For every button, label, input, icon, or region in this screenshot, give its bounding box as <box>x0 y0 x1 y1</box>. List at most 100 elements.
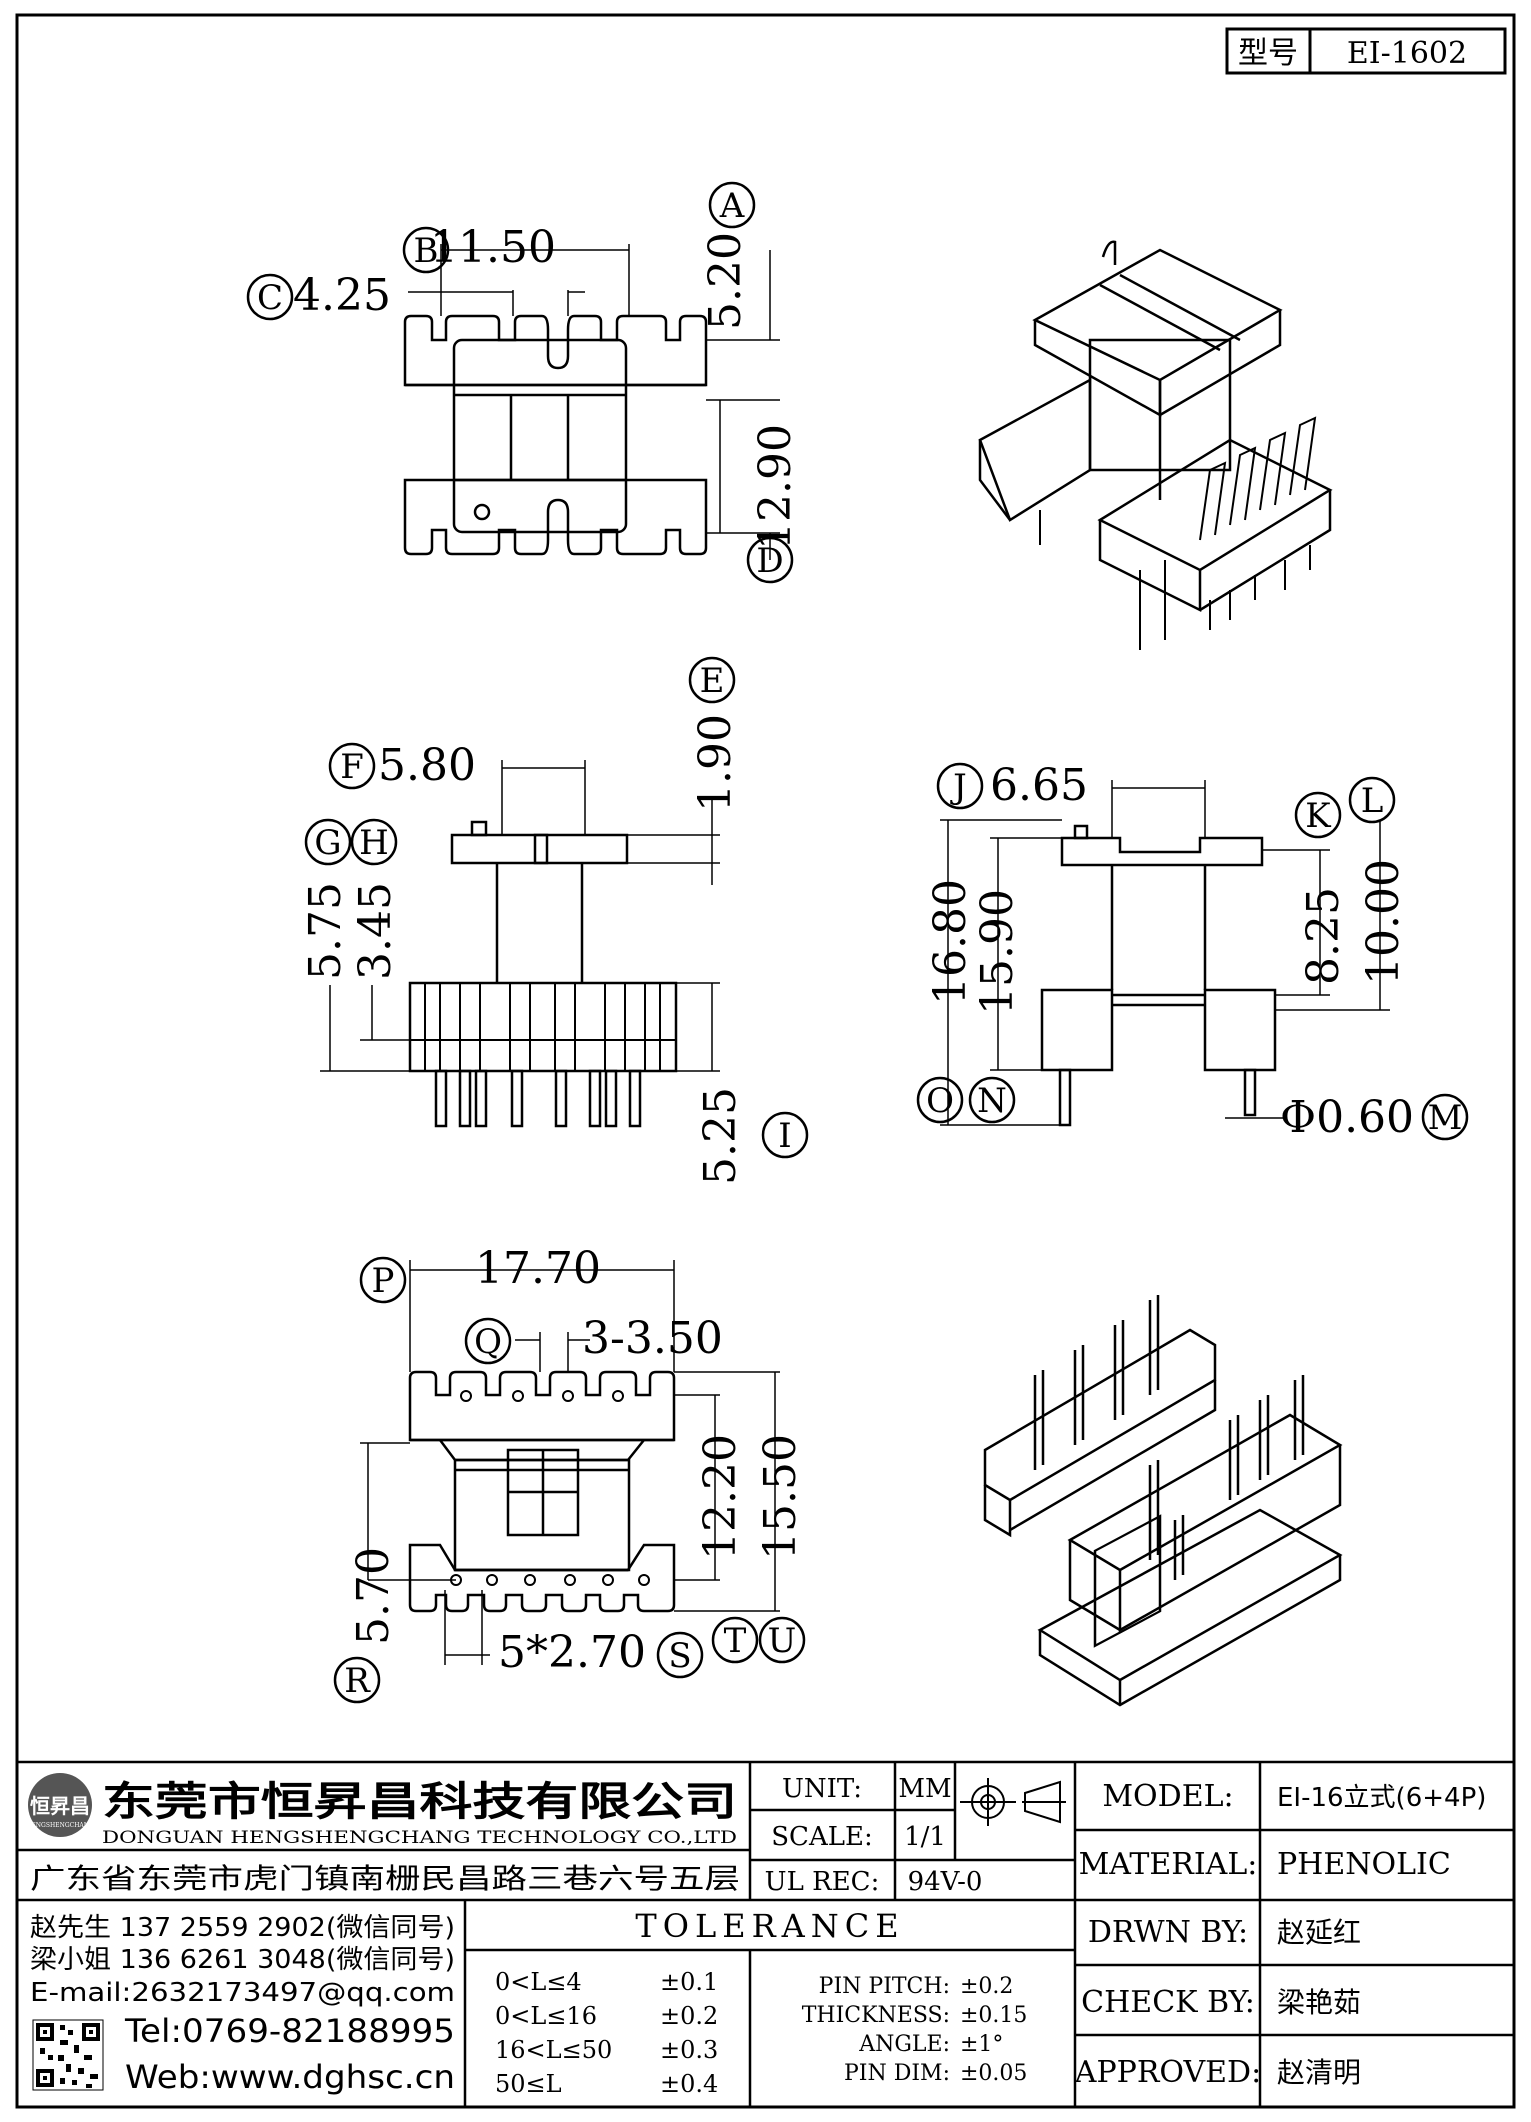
dim-e: 1.90 <box>690 714 741 812</box>
svg-text:D: D <box>756 541 783 581</box>
email: E-mail:2632173497@qq.com <box>30 1978 455 2008</box>
marker-o: O <box>916 1076 964 1124</box>
svg-text:U: U <box>768 1621 797 1661</box>
marker-a: A <box>708 181 756 229</box>
unit-label: UNIT: <box>782 1774 862 1804</box>
tol-range-3: 16<L≤50 <box>495 2036 612 2064</box>
svg-text:G: G <box>314 823 341 863</box>
svg-text:E: E <box>700 661 725 701</box>
spec-name-4: PIN DIM: <box>844 2061 950 2086</box>
dim-k: 8.25 <box>1298 887 1349 985</box>
side-view: 6.65 16.80 15.90 8.25 10.00 Φ0.60 J K L … <box>916 760 1469 1143</box>
marker-q: Q <box>464 1317 512 1365</box>
material-label: MATERIAL: <box>1079 1847 1258 1882</box>
scale-label: SCALE: <box>771 1822 873 1852</box>
tol-value-3: ±0.3 <box>660 2036 718 2064</box>
top-view: 11.50 4.25 5.20 12.90 A B C D <box>246 181 801 584</box>
dim-l: 10.00 <box>1358 859 1409 985</box>
marker-e: E <box>688 656 736 704</box>
web: Web:www.dghsc.cn <box>125 2058 455 2096</box>
spec-name-3: ANGLE: <box>858 2032 950 2057</box>
svg-text:N: N <box>977 1081 1007 1121</box>
projection-symbol-icon <box>960 1778 1066 1826</box>
model-value: EI-16立式(6+4P) <box>1277 1783 1486 1813</box>
marker-r: R <box>333 1656 381 1704</box>
title-block-grid <box>17 1760 1514 2107</box>
svg-text:B: B <box>414 231 439 271</box>
contact-1: 赵先生 137 2559 2902(微信同号) <box>30 1913 455 1943</box>
dim-h: 3.45 <box>350 882 401 980</box>
spec-value-4: ±0.05 <box>960 2061 1027 2086</box>
marker-j: J <box>936 762 984 810</box>
marker-l: L <box>1348 776 1396 824</box>
material-value: PHENOLIC <box>1277 1847 1451 1882</box>
company-address: 广东省东莞市虎门镇南栅民昌路三巷六号五层 <box>30 1862 740 1895</box>
svg-text:S: S <box>668 1636 691 1676</box>
marker-b: B <box>402 226 450 274</box>
dim-o: 16.80 <box>925 879 976 1005</box>
contact-2: 梁小姐 136 6261 3048(微信同号) <box>30 1945 455 1975</box>
tol-value-4: ±0.4 <box>660 2070 718 2098</box>
svg-text:P: P <box>372 1261 395 1301</box>
marker-u: U <box>758 1616 806 1664</box>
marker-k: K <box>1294 791 1342 839</box>
dim-f: 5.80 <box>378 740 476 791</box>
svg-text:Q: Q <box>474 1322 502 1362</box>
svg-text:恒昇昌: 恒昇昌 <box>30 1794 90 1818</box>
marker-g: G <box>304 818 352 866</box>
svg-text:F: F <box>340 747 364 787</box>
qr-code-icon <box>32 2019 104 2091</box>
svg-text:R: R <box>344 1661 371 1701</box>
tolerance-title: TOLERANCE <box>635 1907 904 1945</box>
dim-g: 5.75 <box>300 882 351 980</box>
bottom-view: 17.70 3-3.50 12.20 15.50 5.70 5*2.70 P Q… <box>333 1243 806 1704</box>
drwn-value: 赵延红 <box>1277 1916 1361 1949</box>
sheet-border <box>15 13 1516 2109</box>
svg-text:H: H <box>359 823 389 863</box>
company-name-en: DONGUAN HENGSHENGCHANG TECHNOLOGY CO.,LT… <box>102 1828 737 1848</box>
dim-p: 17.70 <box>475 1243 601 1294</box>
model-code: EI-1602 <box>1347 36 1467 71</box>
dim-r: 5.70 <box>348 1547 399 1645</box>
company-logo: 恒昇昌 HENGSHENGCHANG <box>26 1773 94 1837</box>
tolerance-specs: PIN PITCH: ±0.2 THICKNESS: ±0.15 ANGLE: … <box>802 1974 1028 2086</box>
marker-s: S <box>656 1631 704 1679</box>
isometric-view-top <box>978 240 1333 650</box>
approved-value: 赵清明 <box>1277 2056 1361 2089</box>
svg-text:L: L <box>1361 781 1384 821</box>
svg-text:HENGSHENGCHANG: HENGSHENGCHANG <box>26 1822 94 1829</box>
svg-text:A: A <box>719 186 745 226</box>
isometric-view-bottom <box>983 1295 1343 1707</box>
dim-t: 12.20 <box>695 1434 746 1560</box>
tolerance-table: 0<L≤4 ±0.1 0<L≤16 ±0.2 16<L≤50 ±0.3 50≤L… <box>495 1968 718 2098</box>
tel: Tel:0769-82188995 <box>124 2012 455 2050</box>
svg-text:C: C <box>257 278 283 318</box>
scale-value: 1/1 <box>904 1822 946 1852</box>
svg-text:I: I <box>778 1116 791 1156</box>
tol-value-1: ±0.1 <box>660 1968 718 1996</box>
marker-i: I <box>761 1111 809 1159</box>
svg-text:O: O <box>926 1081 954 1121</box>
marker-h: H <box>350 818 398 866</box>
dim-b: 11.50 <box>430 222 556 273</box>
spec-value-2: ±0.15 <box>960 2003 1027 2028</box>
company-name-cn: 东莞市恒昇昌科技有限公司 <box>102 1779 737 1825</box>
dim-d: 12.90 <box>750 424 801 550</box>
type-label: 型号 <box>1238 36 1298 71</box>
spec-value-3: ±1° <box>960 2032 1003 2057</box>
dim-m: Φ0.60 <box>1280 1092 1414 1143</box>
marker-m: M <box>1421 1093 1469 1141</box>
ulrec-label: UL REC: <box>765 1867 880 1897</box>
marker-t: T <box>711 1616 759 1664</box>
spec-value-1: ±0.2 <box>960 1974 1013 1999</box>
svg-text:K: K <box>1305 796 1331 836</box>
svg-text:M: M <box>1428 1098 1463 1138</box>
dim-q: 3-3.50 <box>582 1313 723 1364</box>
dim-s: 5*2.70 <box>498 1627 646 1678</box>
marker-n: N <box>968 1076 1016 1124</box>
dim-u: 15.50 <box>755 1434 806 1560</box>
tol-range-1: 0<L≤4 <box>495 1968 582 1996</box>
type-box: 型号 EI-1602 <box>1225 27 1507 75</box>
